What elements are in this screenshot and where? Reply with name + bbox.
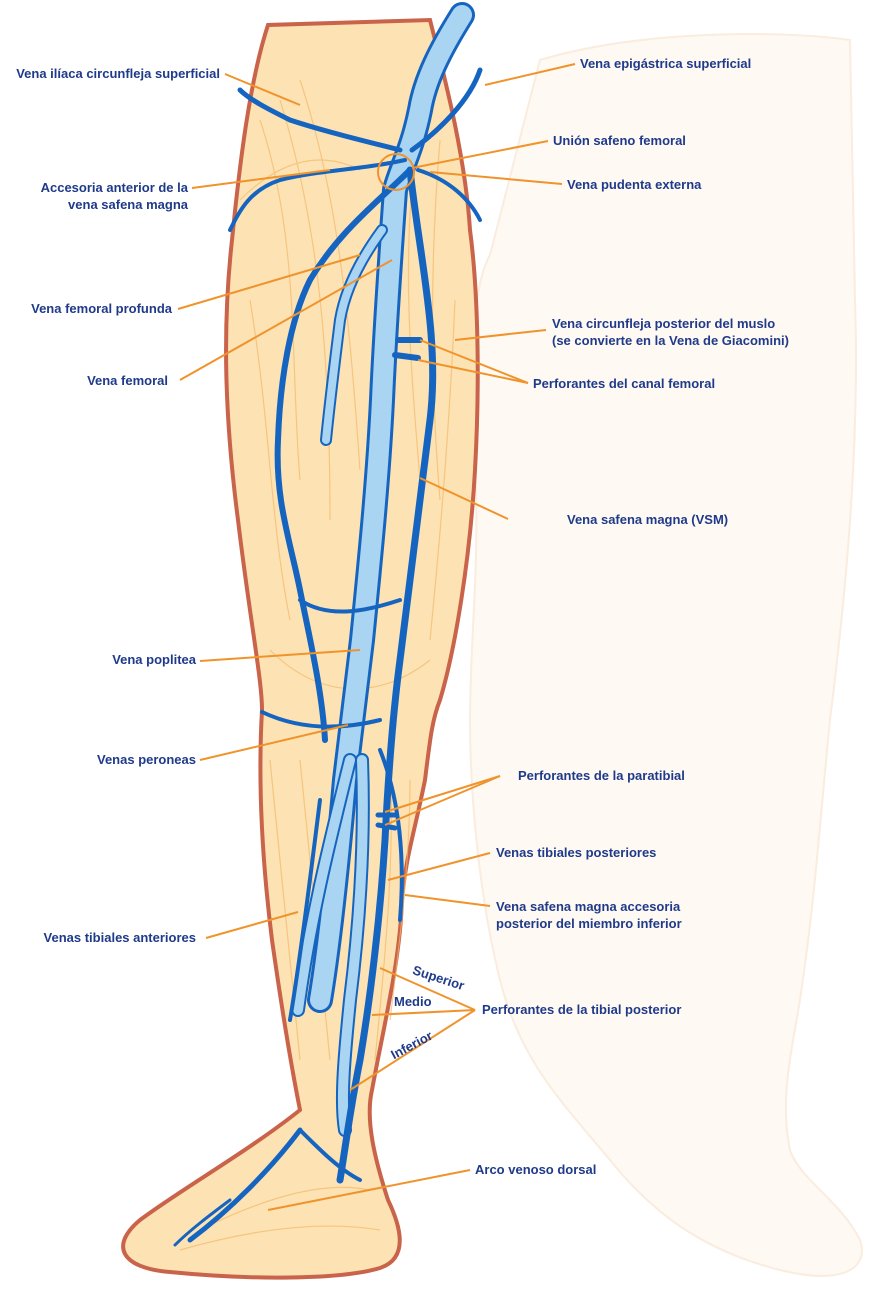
label-venas-tibiales-anteriores: Venas tibiales anteriores [0, 930, 196, 946]
label-accesoria-anterior-line2: vena safena magna [0, 197, 188, 213]
label-vena-poplitea: Vena poplitea [0, 652, 196, 668]
label-circunfleja-posterior-line1: Vena circunfleja posterior del muslo [552, 316, 775, 332]
label-perforantes-paratibial: Perforantes de la paratibial [518, 768, 685, 784]
label-union-safeno-femoral: Unión safeno femoral [553, 133, 686, 149]
label-accesoria-posterior-line2: posterior del miembro inferior [496, 916, 682, 932]
label-medio: Medio [394, 994, 432, 1010]
posterior-leg-silhouette [470, 34, 862, 1276]
label-accesoria-anterior-line1: Accesoria anterior de la [0, 180, 188, 196]
label-accesoria-posterior-line1: Vena safena magna accesoria [496, 899, 680, 915]
label-vena-femoral: Vena femoral [0, 373, 168, 389]
label-perforantes-tibial-posterior: Perforantes de la tibial posterior [482, 1002, 681, 1018]
label-vena-epigastrica: Vena epigástrica superficial [580, 56, 751, 72]
label-venas-tibiales-posteriores: Venas tibiales posteriores [496, 845, 656, 861]
label-arco-venoso-dorsal: Arco venoso dorsal [475, 1162, 596, 1178]
label-vena-pudenta: Vena pudenta externa [567, 177, 701, 193]
label-vena-iliaca-circunfleja: Vena ilíaca circunfleja superficial [0, 66, 220, 82]
label-vena-femoral-profunda: Vena femoral profunda [0, 301, 172, 317]
label-circunfleja-posterior-line2: (se convierte en la Vena de Giacomini) [552, 333, 789, 349]
label-venas-peroneas: Venas peroneas [0, 752, 196, 768]
label-vena-safena-magna: Vena safena magna (VSM) [567, 512, 728, 528]
label-perforantes-canal-femoral: Perforantes del canal femoral [533, 376, 715, 392]
